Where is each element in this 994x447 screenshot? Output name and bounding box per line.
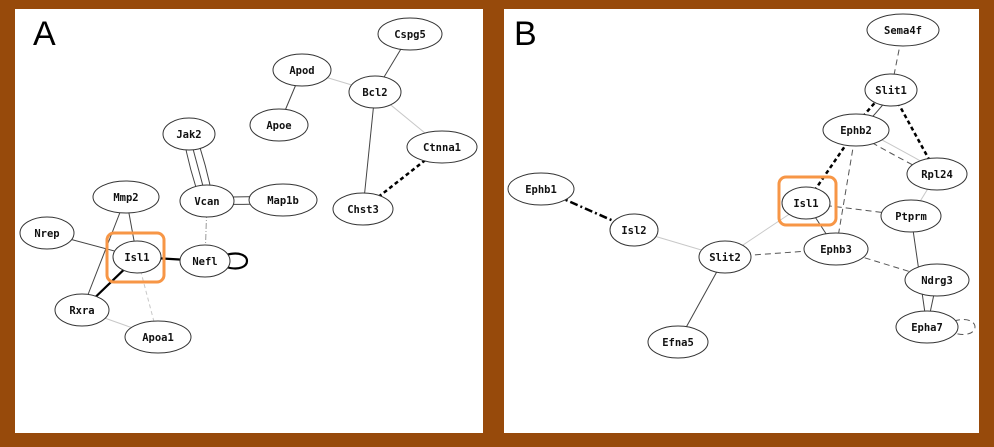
node-label: Mmp2 [113, 192, 138, 204]
edge-ephb2-ephb3 [835, 129, 857, 250]
node-label: Bcl2 [362, 87, 387, 99]
node-label: Ephb1 [525, 184, 557, 196]
node-mmp2[interactable]: Mmp2 [92, 180, 160, 214]
node-ellipse [904, 263, 970, 297]
node-ellipse [124, 320, 192, 354]
node-label: Isl1 [793, 198, 818, 210]
edge-ephb1-isl2 [540, 187, 635, 232]
node-label: Jak2 [176, 129, 201, 141]
node-ellipse [880, 199, 942, 233]
node-label: Vcan [194, 196, 219, 208]
node-ellipse [822, 113, 890, 147]
node-jak2[interactable]: Jak2 [162, 117, 216, 151]
highlight-box-isl1 [105, 231, 166, 284]
node-ndrg3[interactable]: Ndrg3 [904, 263, 970, 297]
node-ellipse [248, 183, 318, 217]
node-apoa1[interactable]: Apoa1 [124, 320, 192, 354]
node-map1b[interactable]: Map1b [248, 183, 318, 217]
node-ellipse [803, 232, 869, 266]
node-label: Isl2 [621, 225, 646, 237]
highlight-box-isl1 [777, 175, 838, 227]
panel-label-b: B [514, 15, 537, 53]
node-label: Ctnna1 [423, 142, 461, 154]
node-ctnna1[interactable]: Ctnna1 [406, 130, 478, 164]
node-isl1[interactable]: Isl1 [112, 240, 162, 274]
node-slit1[interactable]: Slit1 [864, 73, 918, 107]
node-label: Apoa1 [142, 332, 174, 344]
panel-label-a: A [33, 15, 56, 53]
node-ellipse [895, 310, 959, 344]
node-label: Chst3 [347, 204, 379, 216]
node-label: Map1b [267, 195, 299, 207]
edge-epha7-epha7 [953, 319, 976, 335]
node-ephb1[interactable]: Ephb1 [507, 172, 575, 206]
edge-bcl2-chst3 [362, 91, 376, 210]
node-rxra[interactable]: Rxra [54, 293, 110, 327]
node-label: Rxra [69, 305, 94, 317]
node-label: Cspg5 [394, 29, 426, 41]
node-label: Ptprm [895, 211, 927, 223]
node-epha7[interactable]: Epha7 [895, 310, 959, 344]
node-sema4f[interactable]: Sema4f [866, 13, 940, 47]
node-label: Sema4f [884, 25, 922, 37]
node-ellipse [162, 117, 216, 151]
node-chst3[interactable]: Chst3 [332, 192, 394, 226]
node-isl1[interactable]: Isl1 [781, 186, 831, 220]
node-label: Rpl24 [921, 169, 953, 181]
node-ellipse [698, 240, 752, 274]
node-efna5[interactable]: Efna5 [647, 325, 709, 359]
node-label: Isl1 [124, 252, 149, 264]
node-ellipse [866, 13, 940, 47]
node-label: Apod [289, 65, 314, 77]
node-label: Slit1 [875, 85, 907, 97]
node-ellipse [609, 213, 659, 247]
node-isl2[interactable]: Isl2 [609, 213, 659, 247]
node-nrep[interactable]: Nrep [19, 216, 75, 250]
node-ellipse [507, 172, 575, 206]
node-ellipse [906, 157, 968, 191]
node-label: Epha7 [911, 322, 943, 334]
node-label: Efna5 [662, 337, 694, 349]
node-ellipse [406, 130, 478, 164]
node-label: Ephb2 [840, 125, 872, 137]
node-ellipse [19, 216, 75, 250]
node-ellipse [179, 244, 231, 278]
node-ellipse [348, 75, 402, 109]
node-ephb3[interactable]: Ephb3 [803, 232, 869, 266]
node-apoe[interactable]: Apoe [249, 108, 309, 142]
node-cspg5[interactable]: Cspg5 [377, 17, 443, 51]
node-ellipse [54, 293, 110, 327]
node-ellipse [377, 17, 443, 51]
node-bcl2[interactable]: Bcl2 [348, 75, 402, 109]
node-ellipse [864, 73, 918, 107]
node-rpl24[interactable]: Rpl24 [906, 157, 968, 191]
node-ellipse [781, 186, 831, 220]
node-ephb2[interactable]: Ephb2 [822, 113, 890, 147]
edge-nefl-nefl [225, 252, 249, 270]
node-label: Slit2 [709, 252, 741, 264]
network-graph-b: Sema4fSlit1Ephb2Rpl24Ephb1Isl1PtprmIsl2S… [507, 13, 976, 359]
node-ellipse [332, 192, 394, 226]
node-ellipse [647, 325, 709, 359]
node-ellipse [179, 184, 235, 218]
node-apod[interactable]: Apod [272, 53, 332, 87]
node-ellipse [272, 53, 332, 87]
node-ptprm[interactable]: Ptprm [880, 199, 942, 233]
node-nefl[interactable]: Nefl [179, 244, 231, 278]
node-label: Ndrg3 [921, 275, 953, 287]
node-ellipse [112, 240, 162, 274]
node-label: Nefl [192, 256, 217, 268]
node-slit2[interactable]: Slit2 [698, 240, 752, 274]
node-ellipse [92, 180, 160, 214]
node-label: Nrep [34, 228, 59, 240]
node-label: Ephb3 [820, 244, 852, 256]
node-label: Apoe [266, 120, 291, 132]
node-ellipse [249, 108, 309, 142]
node-vcan[interactable]: Vcan [179, 184, 235, 218]
